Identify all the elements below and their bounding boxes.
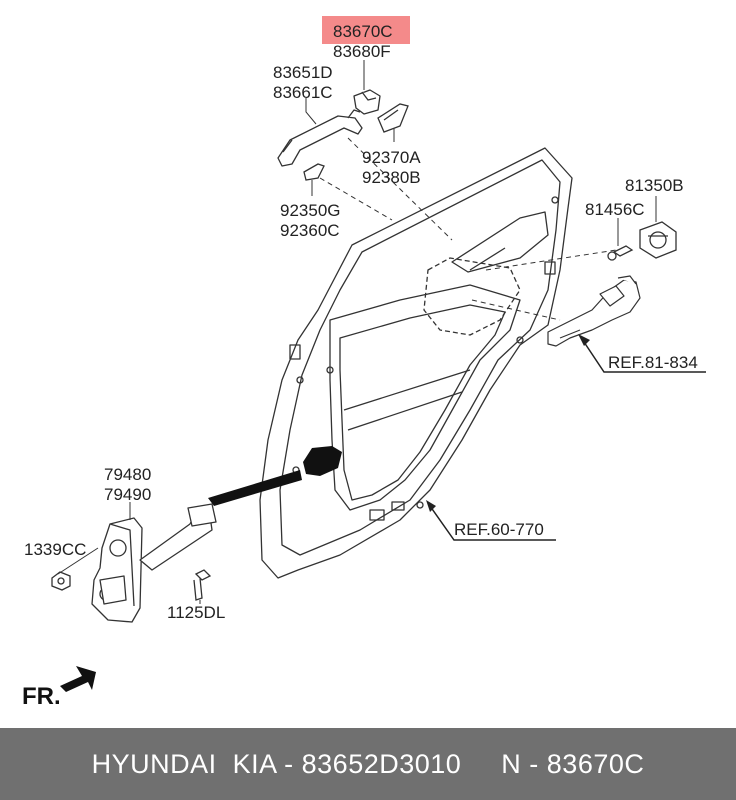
checker-bolt (193, 569, 212, 601)
handle-gasket-rear (377, 103, 409, 133)
footer-part-number: HYUNDAI KIA - 83652D3010 N - 83670C (91, 748, 645, 779)
label-ref-60-770: REF.60-770 (454, 520, 544, 539)
label-1125DL: 1125DL (167, 603, 225, 622)
label-92350G: 92350G (280, 201, 341, 220)
label-83661C: 83661C (273, 83, 333, 102)
door-panel (259, 147, 573, 579)
door-striker (639, 221, 677, 259)
ref-60-770-arrowhead (426, 500, 436, 512)
label-92380B: 92380B (362, 168, 421, 187)
door-checker-link (208, 446, 342, 506)
door-checker (91, 503, 217, 623)
label-81456C: 81456C (585, 200, 645, 219)
label-83651D: 83651D (273, 63, 333, 82)
label-83670C: 83670C (333, 22, 393, 41)
ref-60-770-arrow (429, 505, 556, 541)
ref-81-834-arrowhead (578, 334, 590, 346)
label-83680F: 83680F (333, 42, 391, 61)
checker-nut (51, 571, 71, 591)
label-fr: FR. (22, 683, 61, 710)
label-92370A: 92370A (362, 148, 421, 167)
ref-81-834-arrow (583, 341, 706, 373)
label-79480: 79480 (104, 465, 151, 484)
outside-handle (277, 109, 363, 167)
handle-gasket-front (303, 163, 325, 181)
label-81350B: 81350B (625, 176, 684, 195)
highlight-box (322, 16, 410, 44)
label-92360C: 92360C (280, 221, 340, 240)
dashed-leaders (319, 137, 617, 321)
handle-cover (353, 89, 381, 115)
parts-diagram: 83670C 83680F 83651D 83661C 92370A 92380… (22, 16, 706, 710)
footer-bar: HYUNDAI KIA - 83652D3010 N - 83670C (0, 728, 736, 800)
label-79490: 79490 (104, 485, 151, 504)
label-1339CC: 1339CC (24, 540, 86, 559)
label-leaders (57, 60, 657, 604)
label-ref-81-834: REF.81-834 (608, 353, 698, 372)
striker-screw (607, 245, 634, 261)
latch-assembly (547, 275, 641, 347)
fr-arrow-icon (60, 666, 96, 692)
